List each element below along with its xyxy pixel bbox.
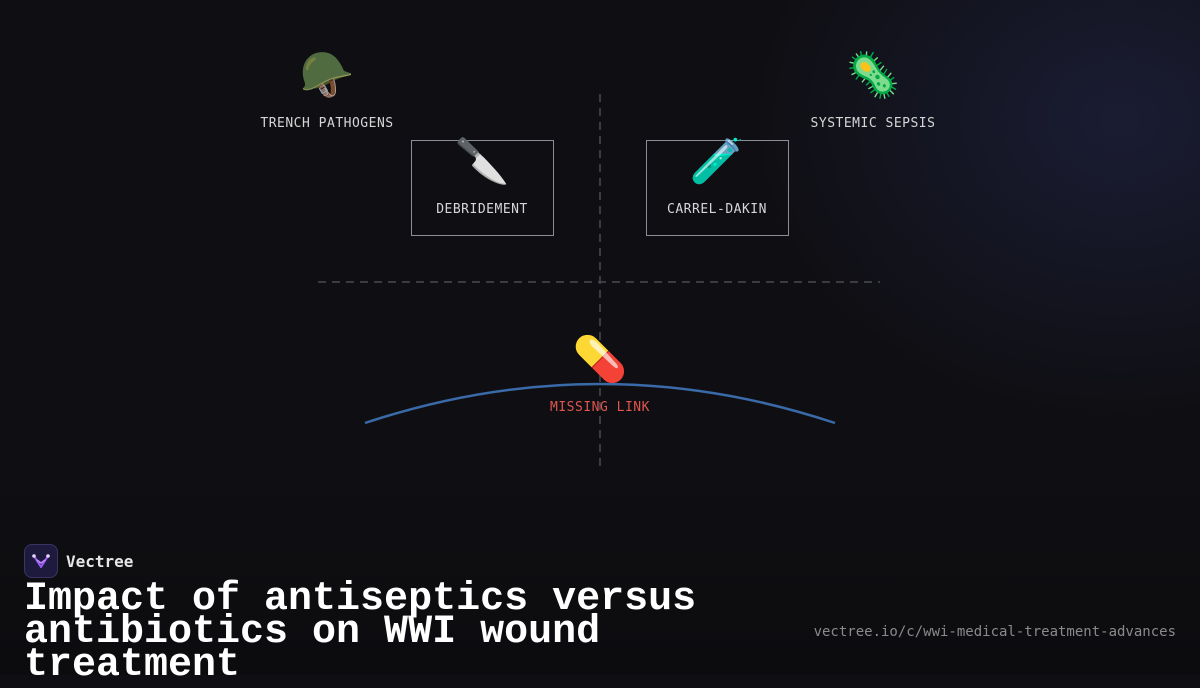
node-debridement: 🔪 DEBRIDEMENT [402,136,562,217]
node-label: MISSING LINK [550,400,650,415]
missing-link-arc [364,382,836,425]
node-carrel-dakin: 🧪 CARREL-DAKIN [637,136,797,217]
test-tube-icon: 🧪 [689,136,745,187]
node-label: CARREL-DAKIN [667,202,767,217]
node-missing-link: 💊 MISSING LINK [520,334,680,415]
brand-name: Vectree [66,551,134,571]
debridement-box [411,140,554,236]
vectree-logo-icon [24,544,58,578]
node-trench-pathogens: 🪖 TRENCH PATHOGENS [247,50,407,131]
brand: Vectree [24,544,133,578]
source-url: vectree.io/c/wwi-medical-treatment-advan… [813,624,1176,640]
helmet-icon: 🪖 [299,50,355,101]
knife-icon: 🔪 [454,136,510,187]
pill-icon: 💊 [572,334,628,385]
node-label: DEBRIDEMENT [436,202,528,217]
node-systemic-sepsis: 🦠 SYSTEMIC SEPSIS [793,50,953,131]
microbe-icon: 🦠 [845,50,901,101]
page-title: Impact of antiseptics versus antibiotics… [24,577,697,688]
node-label: TRENCH PATHOGENS [260,116,394,131]
carrel-dakin-box [646,140,789,236]
node-label: SYSTEMIC SEPSIS [810,116,936,131]
